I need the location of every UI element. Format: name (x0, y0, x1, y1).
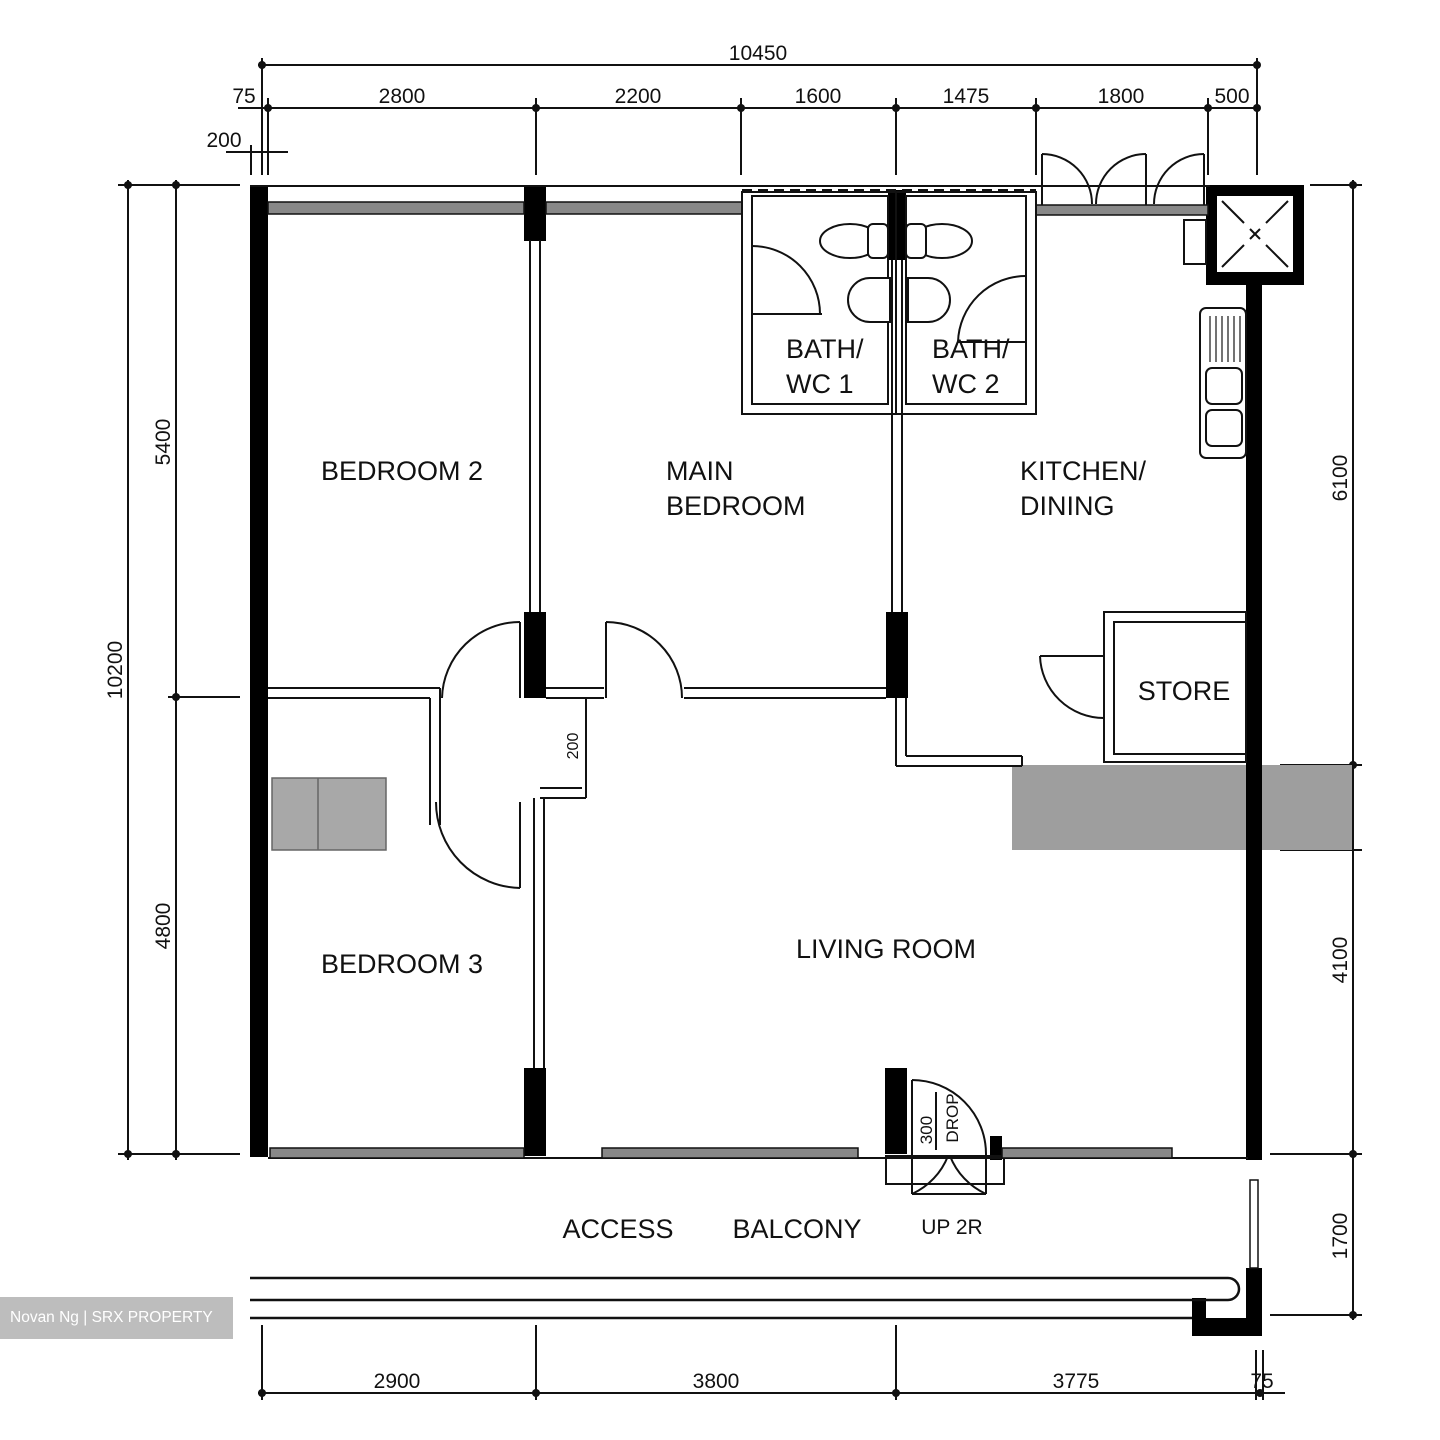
dim-bottom-2900: 2900 (374, 1370, 421, 1393)
dim-bottom-3800: 3800 (693, 1370, 740, 1393)
room-main-bedroom-line2: BEDROOM (666, 491, 806, 521)
label-up-2r: UP 2R (921, 1216, 982, 1239)
dimension-lines (118, 58, 1362, 1400)
dim-top-1800: 1800 (1098, 85, 1145, 108)
dimension-ticks (124, 61, 1357, 1397)
dim-top-1475: 1475 (943, 85, 990, 108)
room-bath1-line2: WC 1 (786, 369, 854, 399)
interior-partitions (268, 191, 1247, 1068)
top-window-wall (250, 185, 1210, 216)
doors (435, 153, 1205, 1195)
dim-bottom-75: 75 (1250, 1370, 1273, 1393)
dim-right-6100: 6100 (1329, 455, 1352, 502)
room-bath2-line1: BATH/ (932, 334, 1010, 364)
room-bedroom-2: BEDROOM 2 (321, 456, 483, 486)
label-balcony: BALCONY (732, 1214, 861, 1244)
label-drop-300: 300 (917, 1116, 936, 1144)
label-corridor-200: 200 (565, 733, 582, 760)
dim-top-1600: 1600 (795, 85, 842, 108)
room-kitchen-line1: KITCHEN/ (1020, 456, 1147, 486)
walls (250, 185, 1304, 1336)
dim-left-5400: 5400 (152, 419, 175, 466)
label-drop: DROP (943, 1093, 962, 1142)
bath-fixtures (819, 223, 973, 323)
dim-top-75: 75 (232, 85, 255, 108)
dim-top-500: 500 (1214, 85, 1249, 108)
room-kitchen-line2: DINING (1020, 491, 1115, 521)
watermark: Novan Ng | SRX PROPERTY (0, 1297, 233, 1339)
dim-top-200: 200 (206, 129, 241, 152)
dim-top-2200: 2200 (615, 85, 662, 108)
dim-left-4800: 4800 (152, 903, 175, 950)
dim-bottom-3775: 3775 (1053, 1370, 1100, 1393)
room-bath1-line1: BATH/ (786, 334, 864, 364)
room-store: STORE (1138, 676, 1231, 706)
room-bedroom-3: BEDROOM 3 (321, 949, 483, 979)
room-living: LIVING ROOM (796, 934, 976, 964)
room-main-bedroom-line1: MAIN (666, 456, 734, 486)
room-bath2-line2: WC 2 (932, 369, 1000, 399)
dim-right-4100: 4100 (1329, 937, 1352, 984)
dim-top-overall: 10450 (729, 42, 787, 65)
label-access: ACCESS (562, 1214, 673, 1244)
shaded-bands (271, 765, 1352, 851)
dim-top-2800: 2800 (379, 85, 426, 108)
dim-left-overall: 10200 (104, 641, 127, 699)
balcony (250, 1147, 1259, 1320)
dim-right-1700: 1700 (1329, 1213, 1352, 1260)
shaft-cross-icon (1221, 200, 1289, 268)
kitchen-drainboard (1209, 316, 1241, 362)
